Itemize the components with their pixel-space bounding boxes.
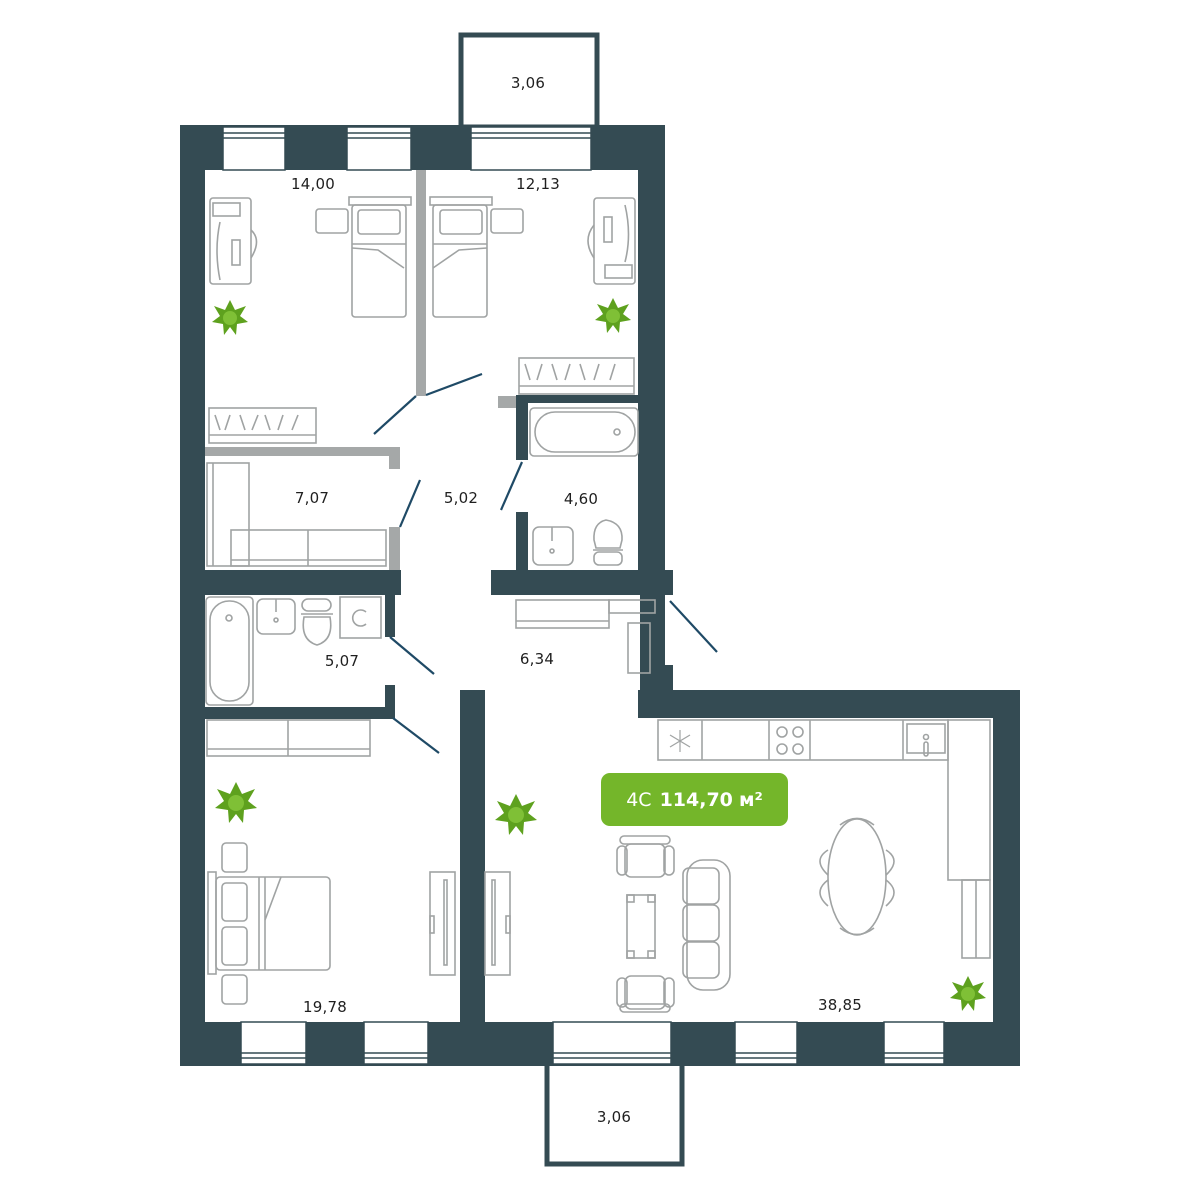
door-master-bedroom [392, 717, 440, 754]
desk-icon [209, 197, 258, 285]
room-area-kitchen-living: 38,85 [818, 996, 862, 1014]
room-area-bedroom-1: 14,00 [291, 175, 335, 193]
double-bed-icon [207, 842, 331, 1005]
furniture [205, 196, 991, 1013]
single-bed-icon [429, 196, 524, 318]
windows [222, 126, 945, 1065]
tv-stand-icon [429, 871, 456, 976]
door-wardrobe [398, 479, 422, 528]
apartment-type: 4С [626, 788, 652, 811]
toilet-icon [301, 598, 333, 646]
room-area-balcony-top: 3,06 [510, 74, 546, 92]
total-area-badge: 4С 114,70 м² [601, 773, 788, 826]
wardrobe-icon [518, 357, 635, 395]
freezer-icon [669, 730, 691, 752]
room-area-bathroom-1: 4,60 [563, 490, 599, 508]
wardrobe-icon [206, 462, 387, 567]
door-bathroom-2 [389, 636, 435, 675]
room-area-bedroom-2: 12,13 [516, 175, 560, 193]
room-area-entrance-hall: 6,34 [519, 650, 555, 668]
room-area-master-bedroom: 19,78 [303, 998, 347, 1016]
washing-machine-icon [339, 596, 382, 639]
hob-icon [776, 726, 804, 755]
wardrobe-icon [515, 599, 656, 629]
bathtub-icon [205, 596, 254, 706]
partitions [205, 170, 516, 570]
dining-table-icon [819, 817, 895, 936]
total-area-value: 114,70 [659, 788, 733, 811]
kitchen-sink-icon [906, 723, 946, 757]
sink-icon [256, 598, 296, 635]
toilet-icon [593, 519, 623, 566]
balcony-bottom[interactable] [544, 1059, 685, 1167]
coffee-table-icon [626, 894, 656, 959]
doors[interactable] [373, 372, 718, 754]
shoe-rack-icon [627, 622, 651, 674]
room-area-wardrobe: 7,07 [294, 489, 330, 507]
tv-stand-icon [484, 871, 511, 976]
sink-icon [532, 526, 574, 566]
room-area-hallway: 5,02 [443, 489, 479, 507]
interior-walls [205, 395, 1020, 1066]
floor-areas [205, 170, 993, 1022]
sofa-icon [682, 859, 731, 991]
door-entrance [669, 600, 718, 653]
door-bedroom-1 [373, 395, 417, 435]
wardrobe-icon [206, 719, 371, 757]
room-area-bathroom-2: 5,07 [324, 652, 360, 670]
plant-icon [212, 298, 986, 1011]
bathtub-icon [529, 407, 639, 457]
door-bedroom-2 [425, 372, 483, 397]
single-bed-icon [315, 196, 412, 318]
kitchen-counter-icon [657, 719, 991, 959]
armchair-icon [616, 975, 675, 1013]
desk-icon [587, 197, 636, 285]
armchair-icon [616, 835, 675, 878]
area-unit: м² [738, 788, 763, 811]
wardrobe-icon [208, 407, 317, 444]
door-bathroom-1 [499, 461, 524, 511]
room-area-balcony-bottom: 3,06 [596, 1108, 632, 1126]
